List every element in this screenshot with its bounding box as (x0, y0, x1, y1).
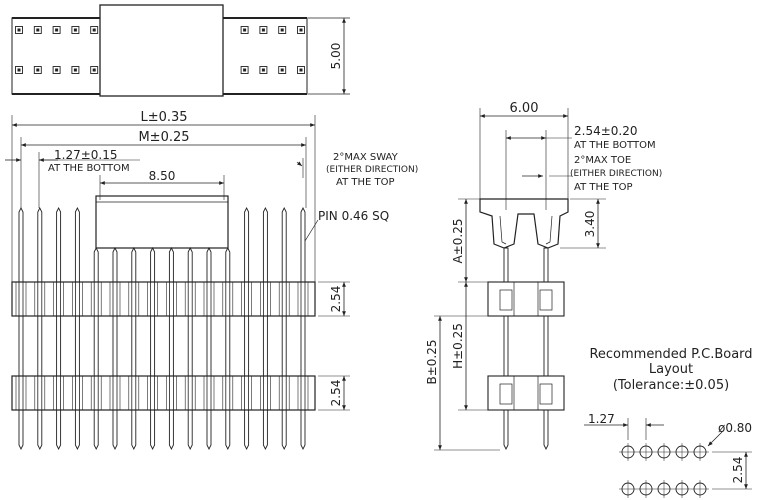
front-pin (93, 246, 99, 451)
a-dim: A±0.25 (451, 219, 465, 264)
pin-square (33, 66, 42, 74)
pin-square (52, 26, 61, 34)
pcb-hole-dia: ø0.80 (718, 421, 752, 435)
pcb-title-3: (Tolerance:±0.05) (613, 378, 729, 393)
front-insulator (11, 281, 316, 317)
front-pin (74, 206, 80, 451)
side-insulator-2 (487, 375, 565, 411)
pin-label: PIN 0.46 SQ (318, 209, 389, 223)
side-pitch-dim: 2.54±0.20 (574, 124, 638, 138)
pcb-hole (691, 443, 709, 461)
toe-line-1: 2°MAX TOE (574, 155, 631, 166)
pcb-hole (655, 443, 673, 461)
front-pin (18, 206, 24, 451)
side-pin (543, 247, 549, 451)
side-view-pins (503, 247, 549, 451)
front-pin (150, 246, 156, 451)
front-view-pins (18, 206, 306, 451)
pin-square (278, 66, 287, 74)
pcb-layout (584, 418, 752, 498)
top-view-pin-squares (15, 26, 305, 74)
pin-square (52, 66, 61, 74)
pin-square (90, 26, 99, 34)
side-width-dim: 6.00 (510, 101, 539, 116)
top-view (11, 4, 350, 97)
sway-line-1: 2°MAX SWAY (333, 152, 399, 163)
front-view (5, 115, 350, 451)
top-view-latch (99, 4, 224, 97)
sway-line-3: AT THE TOP (336, 177, 395, 188)
front-pin (244, 206, 250, 451)
m-dim: M±0.25 (138, 130, 189, 145)
side-pin (503, 247, 509, 451)
b-dim: B±0.25 (425, 339, 439, 384)
pitch-dim: 1.27±0.15 (54, 148, 118, 162)
toe-line-2: (EITHER DIRECTION) (570, 169, 662, 179)
pcb-hole (673, 443, 691, 461)
h-dim: H±0.25 (451, 323, 465, 369)
front-pin (225, 246, 231, 451)
pcb-hole (637, 480, 655, 498)
side-height-dim: 3.40 (583, 211, 597, 238)
row-dim-2: 2.54 (329, 380, 343, 407)
front-pin (56, 206, 62, 451)
front-housing (95, 195, 229, 249)
side-pitch-note: AT THE BOTTOM (574, 140, 656, 151)
pcb-title-2: Layout (649, 362, 693, 377)
pin-square (33, 26, 42, 34)
top-height-dim: 5.00 (329, 43, 343, 70)
pin-square (259, 66, 268, 74)
pcb-hole (619, 443, 637, 461)
pin-square (297, 66, 305, 74)
front-pin (262, 206, 268, 451)
front-pin (168, 246, 174, 451)
pin-square (297, 26, 305, 34)
front-pin (131, 246, 137, 451)
pcb-hole (673, 480, 691, 498)
pcb-hole (691, 480, 709, 498)
front-pin (300, 206, 306, 451)
front-insulator (11, 375, 316, 411)
front-pin (206, 246, 212, 451)
front-view-insulators (11, 281, 316, 411)
pcb-holes (619, 443, 709, 498)
pcb-hole (655, 480, 673, 498)
pcb-row-pitch: 2.54 (731, 457, 745, 484)
pin-square (15, 66, 23, 74)
front-pin (112, 246, 118, 451)
pin-square (240, 26, 249, 34)
pin-square (240, 66, 249, 74)
pcb-pitch: 1.27 (588, 412, 615, 426)
sway-line-2: (EITHER DIRECTION) (326, 165, 418, 175)
side-housing (479, 198, 569, 249)
pin-square (71, 26, 80, 34)
front-pin (281, 206, 287, 451)
housing-dim: 8.50 (149, 169, 176, 183)
l-dim: L±0.35 (140, 110, 187, 125)
side-view (434, 108, 606, 451)
pin-square (90, 66, 99, 74)
front-pin (187, 246, 193, 451)
front-pin (37, 206, 43, 451)
toe-line-3: AT THE TOP (574, 182, 633, 193)
pcb-hole (619, 480, 637, 498)
pcb-hole (637, 443, 655, 461)
pitch-note: AT THE BOTTOM (48, 163, 130, 174)
pcb-title-1: Recommended P.C.Board (589, 347, 752, 362)
pin-square (259, 26, 268, 34)
pin-square (15, 26, 23, 34)
pin-square (71, 66, 80, 74)
row-dim-1: 2.54 (329, 286, 343, 313)
pin-square (278, 26, 287, 34)
side-insulator-1 (487, 281, 565, 317)
